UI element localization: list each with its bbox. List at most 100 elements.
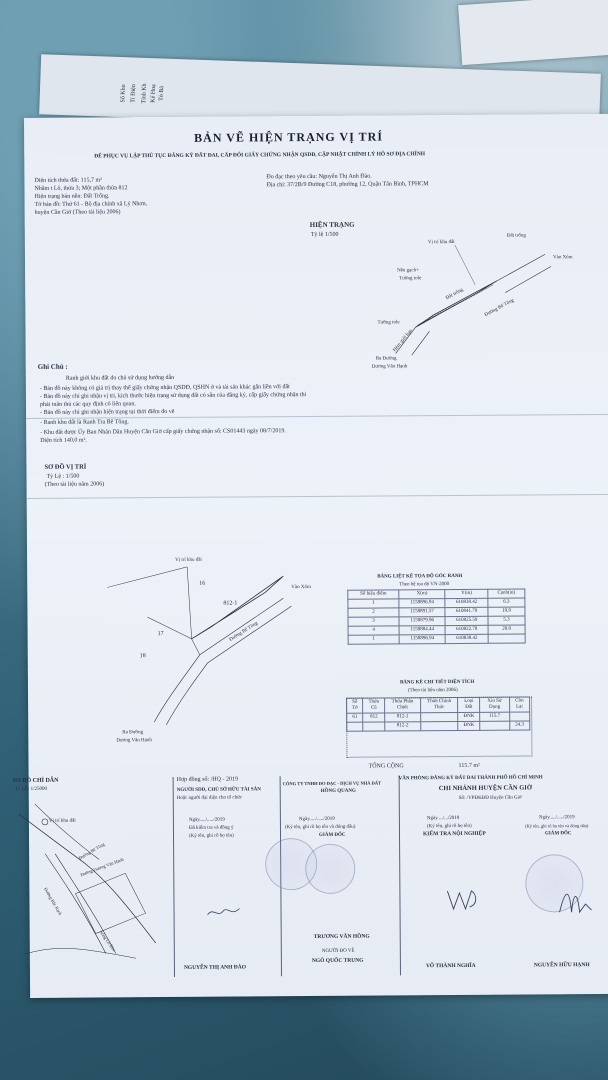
parcel-area: Diện tích thửa đất: 115,7 m² bbox=[34, 177, 102, 184]
owner-date: Ngày...../...../2019 bbox=[188, 817, 225, 823]
company-label: CÔNG TY TNHH ĐO ĐẠC - DỊCH VỤ NHÀ ĐẤT bbox=[282, 780, 382, 787]
lm-vi-tri: Vị trí khu đất bbox=[175, 557, 202, 563]
coord-cell: 2 bbox=[347, 607, 399, 618]
note-item: phải tuân thủ các quy định có liên quan. bbox=[39, 401, 136, 408]
survey-document: BẢN VẼ HIỆN TRẠNG VỊ TRÍ ĐỂ PHỤC VỤ LẬP … bbox=[13, 113, 608, 998]
area-total-label: TỔNG CỘNG bbox=[368, 763, 404, 770]
coord-table-title: BẢNG LIỆT KÊ TỌA ĐỘ GÓC RANH bbox=[377, 573, 463, 580]
back-sheet-right bbox=[458, 0, 608, 66]
branch-signature bbox=[559, 893, 592, 914]
check-date: Ngày .../.../2019 bbox=[426, 815, 460, 822]
coord-cell: 610838.42 bbox=[445, 598, 488, 608]
note-item: - Khu đất được Ủy Ban Nhân Dân Huyện Cần… bbox=[40, 428, 286, 436]
area-total-value: 115.7 m² bbox=[458, 762, 480, 769]
notes-heading: Ghi Chú : bbox=[37, 362, 68, 371]
office-number: Số: /VPĐKĐĐ Huyện Cần Giờ bbox=[458, 795, 522, 801]
company-date: Ngày...../...../2019 bbox=[298, 816, 335, 823]
current-map-title: HIỆN TRẠNG bbox=[309, 220, 355, 230]
location-map-scale: Tỷ Lệ : 1/500 bbox=[46, 473, 80, 480]
lm-18: 18 bbox=[139, 653, 146, 660]
location-map-drawing bbox=[107, 566, 292, 726]
coord-cell: 20.0 bbox=[488, 625, 526, 635]
company-line: (Ký tên, ghi rõ họ tên và đóng dấu) bbox=[284, 824, 356, 831]
requester-name: Đo đạc theo yêu cầu: Nguyễn Thị Anh Đào. bbox=[266, 173, 372, 181]
current-map-drawing bbox=[395, 244, 552, 356]
back-label: Số Khu bbox=[120, 84, 127, 103]
check-role: KIỂM TRA NỘI NGHIỆP bbox=[422, 830, 486, 838]
coord-cell: 1158896.94 bbox=[399, 634, 446, 644]
lm-duong-van-hanh: Dương Văn Hạnh bbox=[116, 738, 152, 744]
note-item: - Ranh khu đất là Ranh Tra Bê Tông. bbox=[40, 419, 129, 426]
owner-sub: Hoặc người đại diện cho tổ chức bbox=[176, 795, 243, 801]
coord-cell: 1158884.44 bbox=[399, 625, 446, 635]
current-map-scale: Tỷ lệ 1/500 bbox=[310, 231, 339, 239]
check-signature bbox=[446, 890, 477, 911]
guide-map-drawing bbox=[18, 803, 157, 959]
lm-17: 17 bbox=[157, 631, 164, 638]
coord-row: 1 1158896.94 610838.42 bbox=[348, 634, 526, 645]
requester-address: Địa chỉ: 37/2B/9 Đường C18, phường 12, Q… bbox=[266, 181, 429, 189]
cm-tuong-tole-2: Tường tole bbox=[377, 320, 400, 326]
back-label: Tỉ Điện bbox=[130, 84, 138, 103]
branch-label: CHI NHÁNH HUYỆN CẦN GIỜ bbox=[438, 784, 532, 793]
branch-date: Ngày...../...../2019 bbox=[538, 815, 575, 821]
back-label: Tò Bả bbox=[158, 85, 166, 102]
surveyor-label: NGƯỜI ĐO VẼ bbox=[321, 948, 355, 954]
parcel-number: Nhằm t Lô, thửa 3; Một phần thửa 812 bbox=[34, 185, 128, 192]
surveyor-name: NGÔ QUỐC TRUNG bbox=[311, 957, 364, 965]
coord-cell: 1 bbox=[348, 634, 400, 645]
coord-cell: 610825.59 bbox=[445, 616, 489, 626]
guide-map-title: SƠ ĐỒ CHỈ DẪN bbox=[12, 777, 59, 785]
lm-vao-xom: Vào Xóm bbox=[291, 585, 311, 591]
coord-cell: 4 bbox=[348, 625, 400, 636]
area-table-subtitle: (Theo tài liệu năm 2006) bbox=[407, 687, 458, 694]
coord-cell: 19.9 bbox=[487, 607, 525, 617]
coord-cell: 6.3 bbox=[487, 598, 525, 608]
company-stamp-2 bbox=[305, 843, 356, 895]
coord-cell: 5.3 bbox=[487, 616, 526, 626]
coord-cell: 610841.79 bbox=[445, 607, 488, 617]
back-label: Tỉnh Kh bbox=[141, 83, 148, 104]
location-map-title: SƠ ĐỒ VỊ TRÍ bbox=[44, 463, 87, 471]
area-table-title: BẢNG KÊ CHI TIẾT DIỆN TÍCH bbox=[399, 679, 475, 686]
coord-cell: 610838.42 bbox=[445, 634, 489, 644]
owner-block bbox=[172, 776, 282, 977]
coord-header: Cạnh(m) bbox=[487, 589, 525, 599]
cm-duong-van-hanh: Dương Văn Hạnh bbox=[371, 364, 408, 370]
document-title: BẢN VẼ HIỆN TRẠNG VỊ TRÍ bbox=[194, 129, 384, 145]
director-name: TRƯƠNG VĂN HỒNG bbox=[313, 933, 370, 940]
owner-signature bbox=[207, 908, 240, 915]
document-subtitle: ĐỂ PHỤC VỤ LẬP THỦ TỤC ĐĂNG KÝ ĐẤT ĐAI, … bbox=[94, 151, 426, 160]
coord-cell: 1158891.57 bbox=[398, 607, 446, 617]
cm-tuong-tole: Tường tole bbox=[399, 276, 422, 282]
note-item: - Bản đồ này chỉ ghi nhận hiện trạng tại… bbox=[40, 408, 175, 416]
coord-cell: 1158896.94 bbox=[398, 598, 446, 608]
branch-line: (Ký tên, ghi rõ họ tên và đóng dấu) bbox=[524, 823, 589, 829]
branch-role: GIÁM ĐỐC bbox=[544, 831, 572, 837]
coord-cell bbox=[488, 634, 526, 644]
cm-vi-tri: Vị trí khu đất bbox=[427, 239, 455, 246]
contract-number: Hợp đồng số: /HQ - 2019 bbox=[176, 776, 238, 783]
cm-dat-trong: Đất trống bbox=[506, 233, 526, 239]
coord-header: Y(m) bbox=[445, 589, 488, 599]
coord-cell: 1158879.96 bbox=[398, 616, 446, 626]
area-table-frame bbox=[346, 696, 533, 758]
note-item: Ranh giới khu đất do chủ sử dụng hướng d… bbox=[65, 374, 175, 382]
coord-table-subtitle: Theo hệ tọa độ VN-2000 bbox=[399, 582, 450, 588]
coord-header: Số hiệu điểm bbox=[347, 589, 399, 600]
owner-name: NGUYỄN THỊ ANH ĐÀO bbox=[183, 964, 247, 971]
owner-line2: (Ký tên, ghi rõ họ tên) bbox=[189, 833, 234, 839]
lm-16: 16 bbox=[199, 580, 206, 587]
company-name: HỒNG QUANG bbox=[320, 788, 356, 794]
note-item: - Bản đồ này chỉ ghi nhận vị trí, kích t… bbox=[39, 392, 307, 400]
check-name: VÕ THÀNH NGHĨA bbox=[425, 962, 476, 970]
parcel-map: Tờ bản đồ: Thứ 61 - Bộ địa chính xã Lý N… bbox=[34, 201, 148, 208]
owner-line1: Đã kiểm tra và đồng ý bbox=[188, 825, 234, 831]
cm-vao-xom: Vào Xóm bbox=[552, 255, 573, 261]
cm-nen-gach: Nền gạch+ bbox=[397, 268, 419, 274]
cm-ra-duong: Ra Đường bbox=[375, 356, 397, 362]
company-role: GIÁM ĐỐC bbox=[318, 832, 346, 838]
coord-cell: 3 bbox=[347, 616, 400, 627]
back-label: Kế Hoạ bbox=[150, 84, 158, 103]
coord-header: X(m) bbox=[398, 589, 446, 599]
